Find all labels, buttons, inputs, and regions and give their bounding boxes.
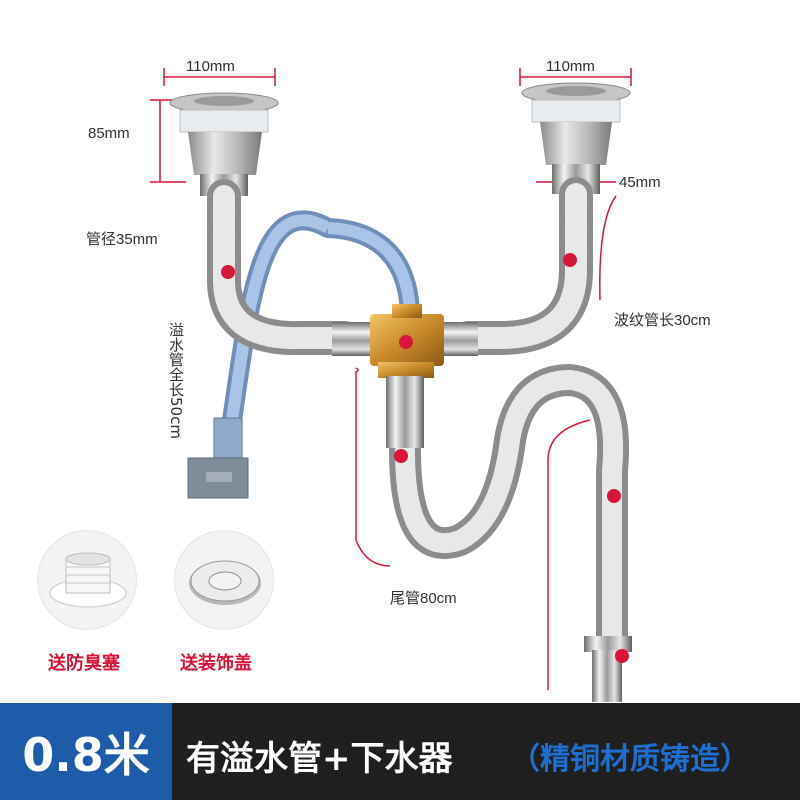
decorative-cover-icon	[174, 530, 274, 630]
product-title: 有溢水管+下水器	[186, 739, 453, 779]
decorative-cover-label: 送装饰盖	[180, 653, 252, 674]
brass-tee-fitting	[332, 304, 632, 702]
material-note: （精铜材质铸造）	[510, 742, 750, 777]
overflow-pipe-label: 溢水管全长50cm	[167, 322, 185, 439]
top-right-width-label: 110mm	[546, 58, 595, 75]
overflow-hose	[187, 210, 420, 499]
right-outlet-label: 45mm	[619, 174, 661, 191]
corrugated-length-label: 波纹管长30cm	[614, 312, 711, 329]
size-text: 0.8米	[22, 727, 150, 782]
right-strainer	[521, 82, 631, 194]
top-left-width-label: 110mm	[186, 58, 235, 75]
left-height-label: 85mm	[88, 125, 130, 142]
red-markers	[221, 253, 629, 663]
corrugated-pipes	[207, 177, 630, 656]
tail-pipe-label: 尾管80cm	[390, 590, 457, 607]
pipe-diameter-label: 管径35mm	[86, 231, 158, 248]
dimension-lines	[150, 68, 632, 690]
odor-seal-label: 送防臭塞	[48, 653, 120, 674]
odor-seal-icon	[37, 530, 137, 630]
size-badge: 0.8米	[0, 703, 172, 800]
